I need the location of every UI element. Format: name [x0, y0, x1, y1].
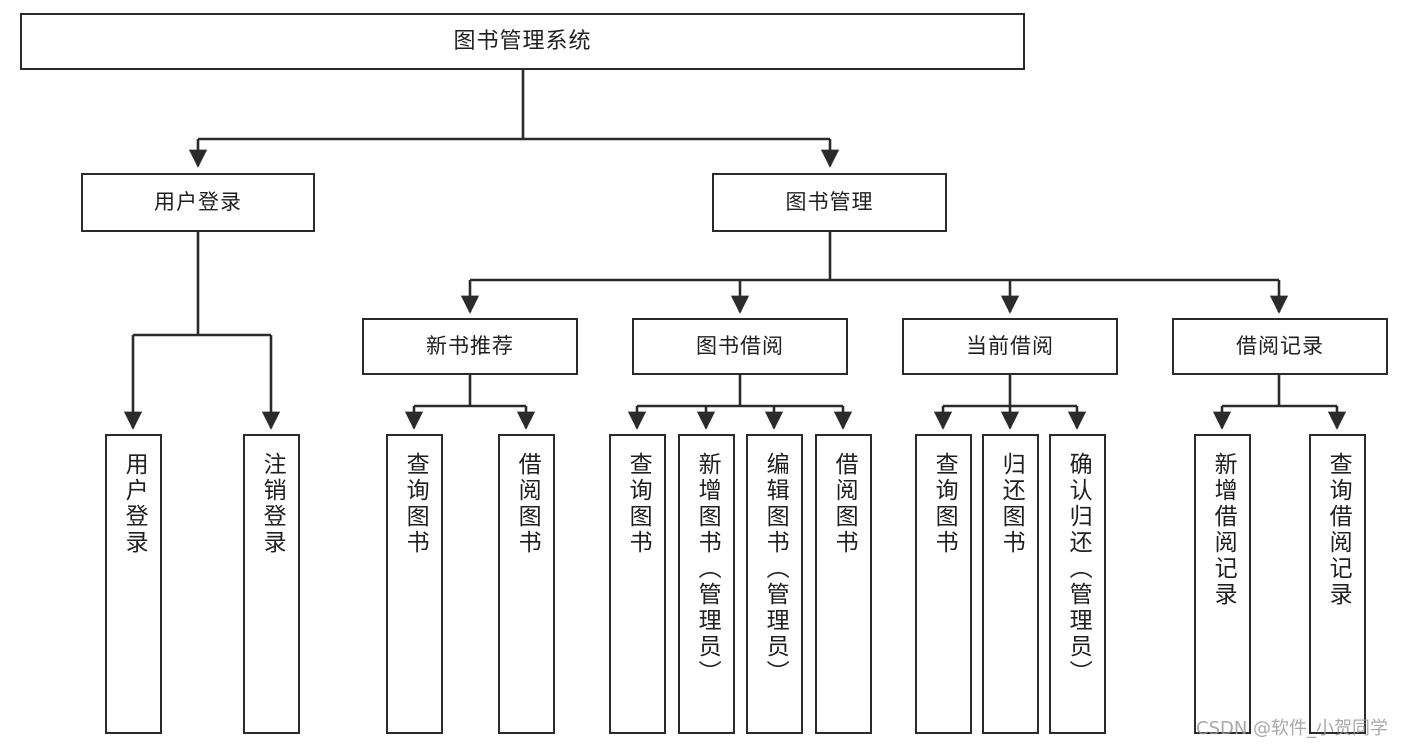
leaf-user-logout-label: 注销登录: [259, 452, 286, 556]
node-book-manage[interactable]: 图书管理: [712, 173, 947, 232]
node-user-login-label: 用户登录: [154, 190, 242, 215]
watermark-csdn: CSDN @软件_小贺同学: [1196, 718, 1389, 739]
leaf-query-record-label: 查询借阅记录: [1325, 452, 1352, 608]
leaf-add-book[interactable]: 新增图书（管理员）: [678, 434, 735, 734]
leaf-query-book-3-label: 查询图书: [931, 452, 958, 556]
node-book-manage-label: 图书管理: [785, 190, 874, 215]
leaf-query-book-3[interactable]: 查询图书: [915, 434, 972, 734]
node-root-label: 图书管理系统: [453, 28, 592, 54]
leaf-borrow-book-1[interactable]: 借阅图书: [498, 434, 555, 734]
node-book-borrow[interactable]: 图书借阅: [632, 318, 848, 375]
node-new-book-rec-label: 新书推荐: [426, 334, 514, 359]
leaf-query-book-1-label: 查询图书: [402, 452, 429, 556]
leaf-return-book[interactable]: 归还图书: [982, 434, 1039, 734]
node-root[interactable]: 图书管理系统: [20, 13, 1025, 70]
leaf-query-book-1[interactable]: 查询图书: [386, 434, 443, 734]
node-current-borrow[interactable]: 当前借阅: [902, 318, 1118, 375]
node-new-book-rec[interactable]: 新书推荐: [362, 318, 578, 375]
leaf-query-book-2[interactable]: 查询图书: [609, 434, 666, 734]
leaf-add-book-label: 新增图书（管理员）: [694, 452, 721, 686]
leaf-user-login[interactable]: 用户登录: [105, 434, 162, 734]
leaf-add-record[interactable]: 新增借阅记录: [1194, 434, 1251, 734]
node-user-login[interactable]: 用户登录: [81, 173, 315, 232]
leaf-return-book-label: 归还图书: [998, 452, 1025, 556]
node-book-borrow-label: 图书借阅: [696, 334, 784, 359]
leaf-query-book-2-label: 查询图书: [625, 452, 652, 556]
leaf-borrow-book-2[interactable]: 借阅图书: [815, 434, 872, 734]
leaf-edit-book[interactable]: 编辑图书（管理员）: [746, 434, 803, 734]
leaf-user-logout[interactable]: 注销登录: [243, 434, 300, 734]
leaf-query-record[interactable]: 查询借阅记录: [1309, 434, 1366, 734]
node-current-borrow-label: 当前借阅: [966, 334, 1054, 359]
leaf-confirm-return[interactable]: 确认归还（管理员）: [1049, 434, 1106, 734]
leaf-borrow-book-1-label: 借阅图书: [514, 452, 541, 556]
leaf-user-login-label: 用户登录: [121, 452, 148, 556]
leaf-confirm-return-label: 确认归还（管理员）: [1065, 452, 1092, 686]
leaf-edit-book-label: 编辑图书（管理员）: [762, 452, 789, 686]
leaf-borrow-book-2-label: 借阅图书: [831, 452, 858, 556]
node-borrow-record[interactable]: 借阅记录: [1172, 318, 1388, 375]
leaf-add-record-label: 新增借阅记录: [1210, 452, 1237, 608]
node-borrow-record-label: 借阅记录: [1236, 334, 1324, 359]
